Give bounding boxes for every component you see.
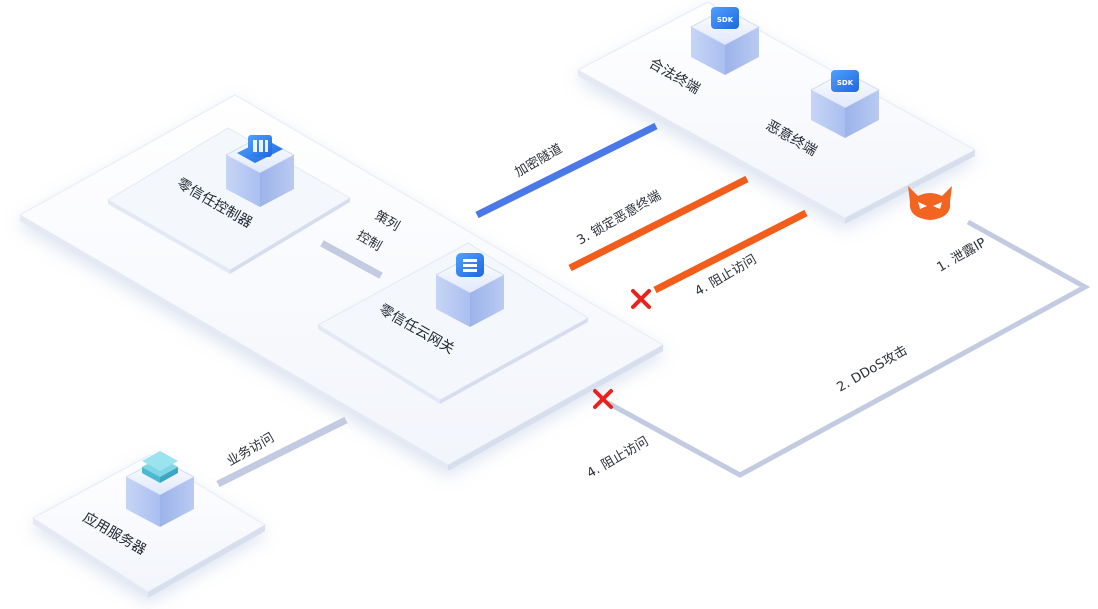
attack-path-line — [606, 219, 1091, 478]
main-platform — [18, 94, 665, 471]
malicious-terminal-icon: SDK — [809, 70, 881, 138]
block-access-top-label: 4. 阻止访问 — [693, 252, 760, 299]
business-access-label: 业务访问 — [224, 430, 277, 470]
legit-sdk-badge: SDK — [717, 16, 734, 24]
business-access-line — [216, 416, 348, 488]
gateway-platform — [317, 242, 589, 404]
attacker-devil-icon — [908, 186, 952, 220]
malicious-sdk-badge: SDK — [837, 79, 854, 87]
lock-malicious-line — [568, 175, 749, 272]
block-cross-top-icon — [631, 289, 651, 309]
terminals-platform — [576, 1, 977, 224]
legit-terminal-icon: SDK — [689, 7, 761, 75]
block-cross-bottom-icon — [593, 389, 613, 409]
gateway-server-icon — [434, 253, 506, 327]
controller-server-icon — [224, 135, 296, 207]
policy-control-line — [320, 240, 383, 279]
encrypted-tunnel-line — [475, 122, 658, 219]
block-access-top-line — [653, 209, 808, 294]
lock-malicious-label: 3. 锁定恶意终端 — [574, 187, 664, 248]
app-server-icon — [124, 451, 196, 527]
app-server-platform — [32, 454, 266, 598]
leak-ip-label: 1. 泄露IP — [935, 235, 990, 275]
block-access-bottom-label: 4. 阻止访问 — [585, 434, 652, 481]
